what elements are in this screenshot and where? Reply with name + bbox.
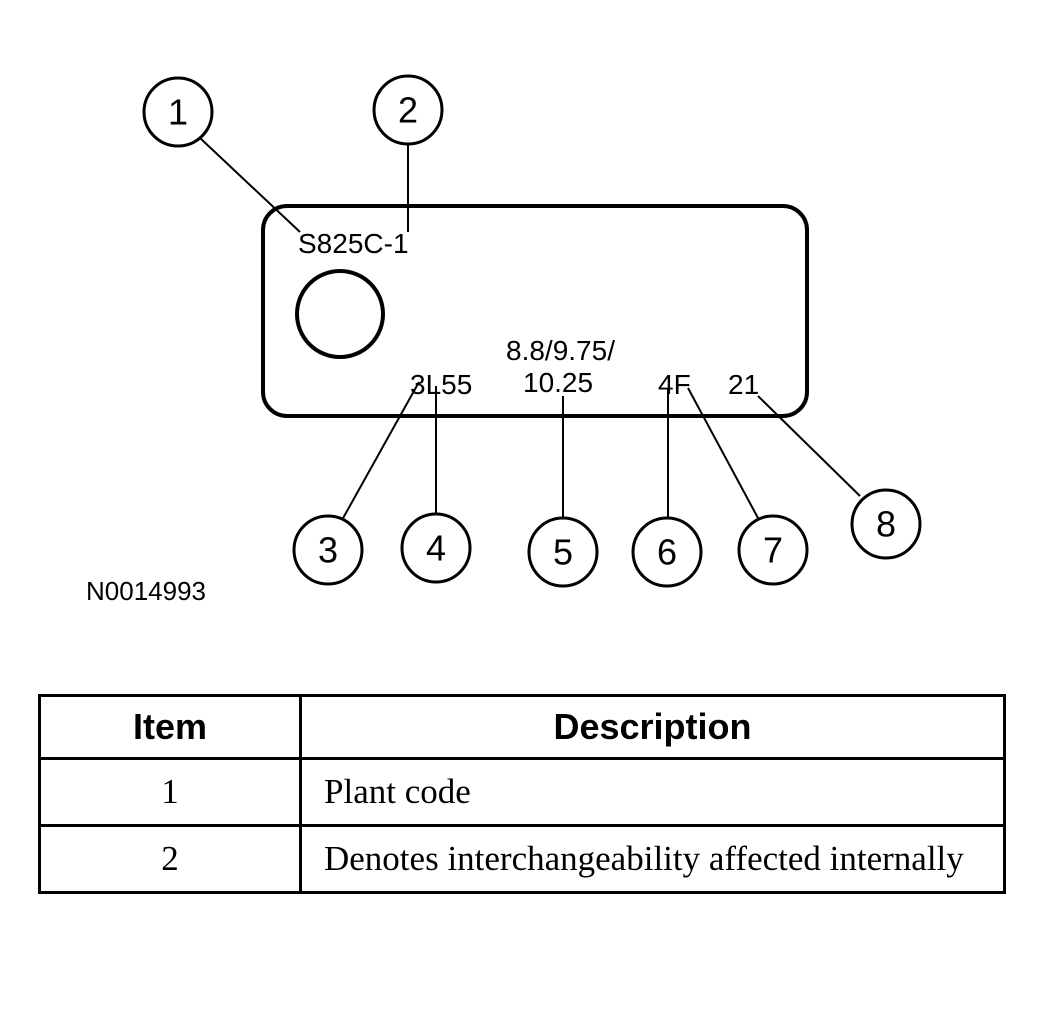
leader-lines: [199, 137, 861, 521]
tag-hole: [295, 269, 385, 359]
svg-text:2: 2: [398, 90, 418, 131]
identification-tag: [261, 204, 809, 418]
callout-4: 4: [400, 512, 472, 584]
row-item: 1: [38, 757, 302, 827]
svg-text:7: 7: [763, 530, 783, 571]
identification-tag-diagram: S825C-1 8.8/9.75/ 10.25 3L55 4F 21 1 2 3…: [86, 74, 922, 606]
legend-table: Item Description 1 Plant code 2 Denotes …: [38, 694, 1006, 894]
callout-2: 2: [372, 74, 444, 146]
model-code-text: 3L55: [410, 369, 472, 400]
svg-text:3: 3: [318, 530, 338, 571]
callout-5: 5: [527, 516, 599, 588]
row-description: Denotes interchangeability affected inte…: [299, 823, 1006, 894]
table-header-row: Item Description: [38, 694, 1006, 760]
row-description: Plant code: [299, 757, 1006, 827]
svg-text:1: 1: [168, 92, 188, 133]
axle-ratio-line2: 10.25: [523, 367, 593, 398]
header-item: Item: [38, 694, 302, 760]
plant-code-text: S825C-1: [298, 228, 409, 259]
svg-text:6: 6: [657, 532, 677, 573]
type-code-text: 4F: [658, 369, 691, 400]
callout-1: 1: [142, 76, 214, 148]
date-code-text: 21: [728, 369, 759, 400]
svg-text:4: 4: [426, 528, 446, 569]
callout-7: 7: [737, 514, 809, 586]
figure-id: N0014993: [86, 576, 206, 606]
callout-3: 3: [292, 514, 364, 586]
svg-text:8: 8: [876, 504, 896, 545]
callout-8: 8: [850, 488, 922, 560]
table-row: 1 Plant code: [38, 757, 1006, 827]
axle-ratio-line1: 8.8/9.75/: [506, 335, 615, 366]
row-item: 2: [38, 823, 302, 894]
callout-6: 6: [631, 516, 703, 588]
header-description: Description: [299, 694, 1006, 760]
svg-text:5: 5: [553, 532, 573, 573]
table-row: 2 Denotes interchangeability affected in…: [38, 823, 1006, 894]
